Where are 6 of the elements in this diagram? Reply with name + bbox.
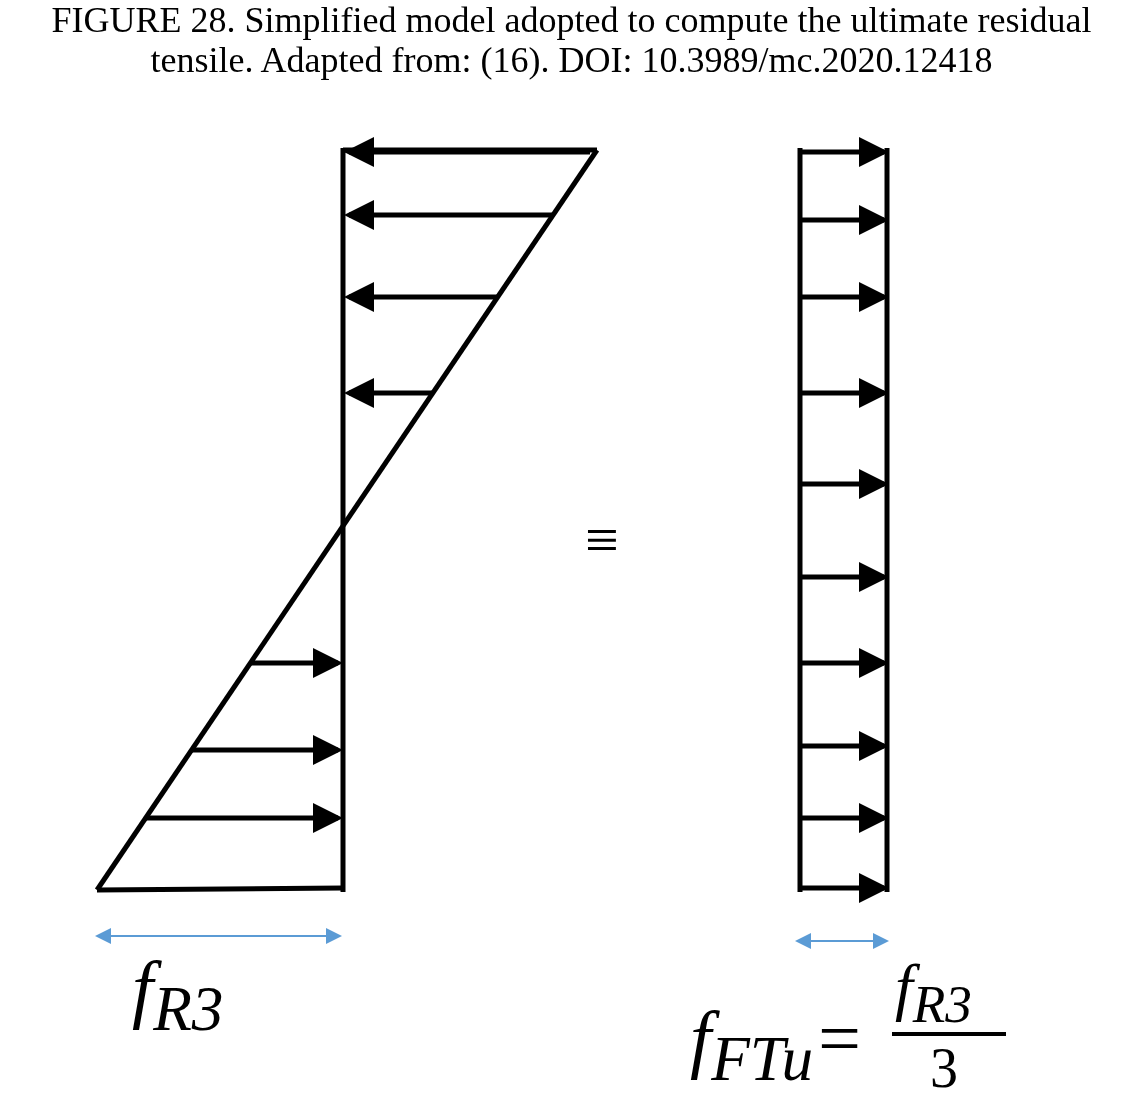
figure-caption: FIGURE 28. Simplified model adopted to compute the ultimate residual tensile. Adapted from: (16). DOI: 10.3989/mc.2020.12418 (50, 0, 1093, 80)
equivalence-sign: ≡ (585, 510, 619, 570)
formula-label: 3 (930, 1040, 958, 1096)
formula-label: f$_{FTu}$= (690, 1000, 865, 1092)
formula-label: f$_{R3}$ (895, 955, 973, 1032)
formula-label: f$_{R3}$ (132, 950, 224, 1042)
